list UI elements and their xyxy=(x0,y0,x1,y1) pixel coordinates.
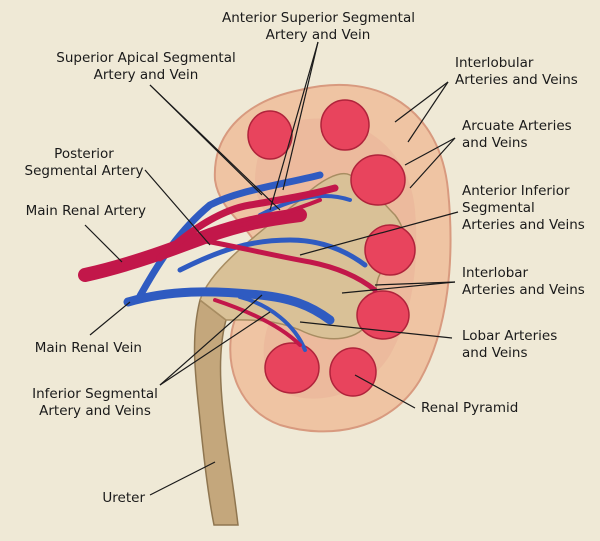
label-anterior-inferior-segmental: Anterior Inferior Segmental Arteries and… xyxy=(462,183,585,233)
pyramid-4 xyxy=(364,224,416,276)
pyramid-2 xyxy=(320,99,370,151)
label-interlobular: Interlobular Arteries and Veins xyxy=(455,55,578,88)
label-anterior-superior-segmental: Anterior Superior Segmental Artery and V… xyxy=(222,10,415,43)
label-main-renal-vein: Main Renal Vein xyxy=(34,340,142,356)
veins xyxy=(123,171,368,352)
pyramid-7 xyxy=(329,347,377,397)
leader-lines xyxy=(84,41,459,496)
arteries xyxy=(78,184,378,347)
label-superior-apical-segmental: Superior Apical Segmental Artery and Vei… xyxy=(56,50,236,83)
label-inferior-segmental: Inferior Segmental Artery and Veins xyxy=(32,386,158,419)
renal-pyramids xyxy=(247,99,416,397)
pyramid-3 xyxy=(350,154,406,206)
pyramid-1 xyxy=(247,110,293,160)
label-renal-pyramid: Renal Pyramid xyxy=(421,400,519,416)
label-posterior-segmental-artery: Posterior Segmental Artery xyxy=(24,146,144,179)
label-lobar: Lobar Arteries and Veins xyxy=(462,328,558,361)
label-ureter: Ureter xyxy=(102,490,145,506)
pyramid-5 xyxy=(356,290,410,340)
pyramid-6 xyxy=(264,342,320,394)
label-interlobar: Interlobar Arteries and Veins xyxy=(462,265,585,298)
ureter xyxy=(193,298,239,526)
label-arcuate: Arcuate Arteries and Veins xyxy=(462,118,572,151)
label-main-renal-artery: Main Renal Artery xyxy=(25,203,146,219)
